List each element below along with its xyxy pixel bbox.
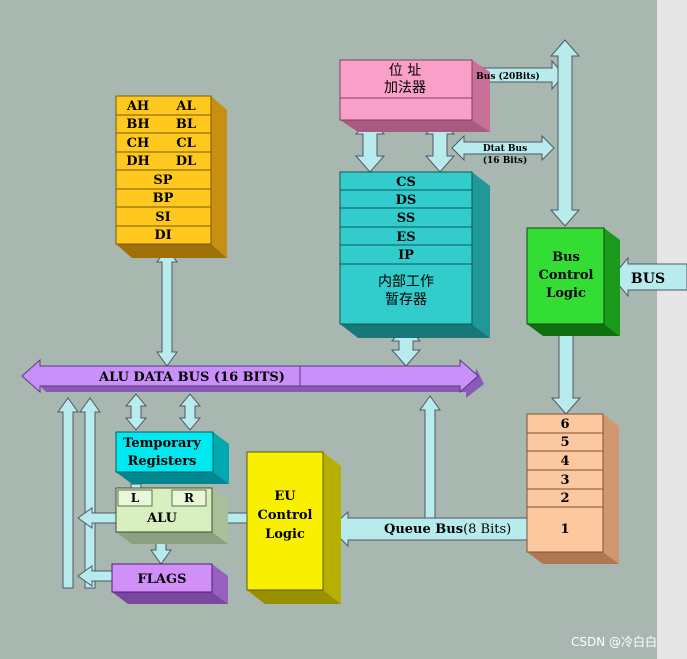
register-bp: BP — [153, 191, 174, 206]
bus-control-line2: Control — [539, 268, 594, 283]
queue-slot-2: 2 — [560, 491, 569, 506]
register-dh: DH — [126, 154, 150, 169]
general-register-file — [115, 95, 227, 258]
queue-slot-1: 1 — [560, 522, 569, 537]
queue-slot-4: 4 — [560, 454, 569, 469]
alu-data-bus — [21, 358, 484, 398]
data-bus-label-line1: Dtat Bus — [483, 144, 527, 154]
main-vertical-bus-arrow — [549, 39, 581, 227]
register-dl: DL — [176, 154, 196, 169]
register-ip: IP — [398, 248, 414, 263]
register-ch: CH — [127, 136, 150, 151]
internal-register-line2: 暂存器 — [385, 292, 427, 308]
address-adder-line2: 加法器 — [384, 80, 426, 96]
flags-register — [111, 563, 228, 604]
register-si: SI — [155, 210, 170, 225]
register-ss: SS — [397, 211, 416, 226]
flags-label: FLAGS — [138, 572, 187, 587]
alu-input-l: L — [131, 491, 140, 505]
alu-input-r: R — [184, 491, 195, 505]
temporary-registers — [115, 431, 229, 484]
address-adder-line1: 位 址 — [389, 63, 421, 79]
eu-control-line1: EU — [274, 489, 296, 504]
register-sp: SP — [153, 173, 172, 188]
alu-data-bus-label: ALU DATA BUS (16 BITS) — [98, 370, 285, 385]
left-return-bus-inner — [79, 397, 101, 589]
data-bus-label-line2: (16 Bits) — [483, 155, 527, 166]
eu-control-line2: Control — [258, 508, 313, 523]
external-bus-arrow — [611, 256, 687, 298]
instruction-queue — [526, 413, 619, 564]
register-ds: DS — [396, 193, 417, 208]
register-di: DI — [154, 228, 171, 243]
queue-bus-label-width: (8 Bits) — [463, 522, 511, 537]
queue-slot-5: 5 — [560, 435, 569, 450]
register-al: AL — [175, 99, 195, 114]
alu-block — [115, 487, 228, 544]
temporary-registers-line2: Registers — [128, 454, 197, 469]
bus-control-logic — [526, 227, 620, 336]
bus-temp-arrow-right — [178, 393, 202, 431]
register-bl: BL — [176, 117, 196, 132]
temporary-registers-line1: Temporary — [123, 436, 201, 451]
bus-temp-arrow-left — [124, 393, 148, 431]
eu-control-line3: Logic — [265, 527, 305, 542]
queue-bus-label: Queue Bus(8 Bits) — [384, 522, 511, 537]
alu-label: ALU — [146, 511, 178, 526]
register-es: ES — [396, 230, 415, 245]
external-bus-label: BUS — [631, 271, 665, 287]
segment-register-block — [339, 171, 490, 338]
page-strip — [657, 0, 687, 659]
bus-control-line1: Bus — [552, 250, 580, 265]
queue-bus-label-bold: Queue Bus — [384, 522, 463, 537]
register-cs: CS — [396, 175, 416, 190]
address-adder — [339, 59, 490, 132]
register-bh: BH — [126, 117, 149, 132]
register-ah: AH — [126, 99, 149, 114]
register-cl: CL — [176, 136, 196, 151]
queue-slot-3: 3 — [560, 473, 569, 488]
data-bus-arrow — [451, 134, 555, 162]
bus-control-line3: Logic — [546, 286, 586, 301]
eu-control-logic — [246, 451, 341, 604]
watermark: CSDN @冷白白 — [571, 634, 657, 649]
queue-slot-6: 6 — [560, 417, 569, 432]
left-return-bus-outer — [57, 397, 79, 589]
internal-register-line1: 内部工作 — [378, 274, 434, 290]
address-bus-label: Bus (20Bits) — [476, 71, 540, 82]
